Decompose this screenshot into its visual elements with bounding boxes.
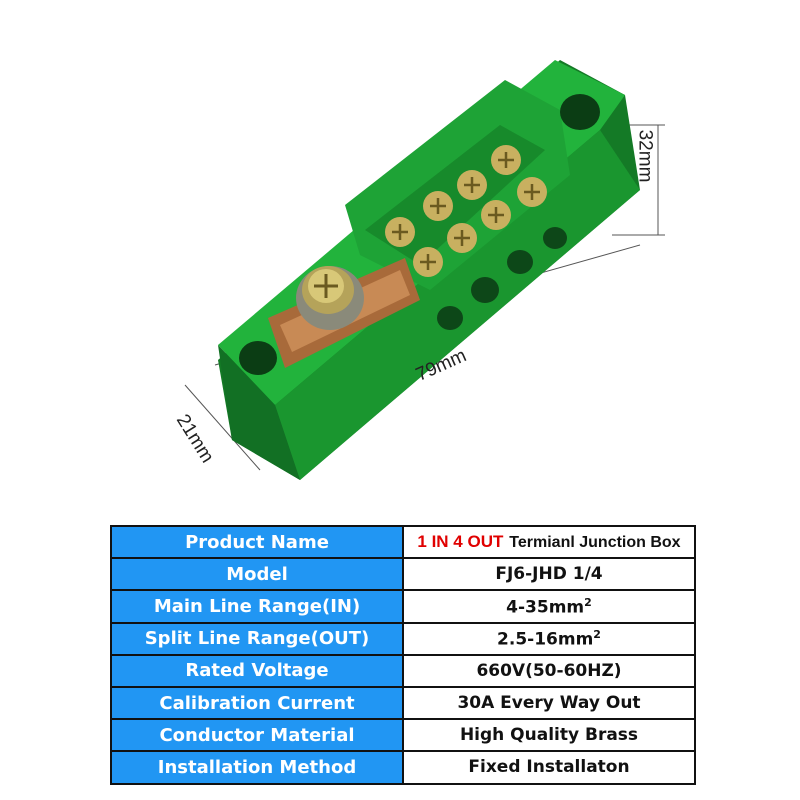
spec-value-text: 4-35mm: [506, 597, 585, 618]
spec-value: 4-35mm2: [402, 589, 696, 624]
main-screw: [296, 266, 364, 330]
spec-value: 30A Every Way Out: [402, 685, 696, 721]
spec-label: Split Line Range(OUT): [110, 621, 404, 656]
spec-value: Fixed Installaton: [402, 750, 696, 785]
spec-row-current: Calibration Current 30A Every Way Out: [110, 685, 696, 721]
spec-row-model: Model FJ6-JHD 1/4: [110, 557, 696, 592]
junction-box-illustration: [184, 60, 665, 480]
spec-label: Calibration Current: [110, 685, 404, 721]
spec-value-highlight: 1 IN 4 OUT: [417, 532, 504, 552]
spec-value-rest: Termianl Junction Box: [509, 534, 681, 552]
superscript: 2: [584, 595, 592, 609]
spec-row-material: Conductor Material High Quality Brass: [110, 718, 696, 753]
spec-value: 2.5-16mm2: [402, 621, 696, 656]
spec-value: High Quality Brass: [402, 718, 696, 753]
spec-row-main-line: Main Line Range(IN) 4-35mm2: [110, 589, 696, 624]
product-photo: 32mm 79mm 21mm: [172, 60, 665, 480]
spec-value: 660V(50-60HZ): [402, 653, 696, 688]
spec-label: Rated Voltage: [110, 653, 404, 688]
spec-value-text: 2.5-16mm: [497, 629, 594, 650]
height-dimension-label: 32mm: [634, 129, 656, 183]
spec-row-product-name: Product Name 1 IN 4 OUT Termianl Junctio…: [110, 524, 696, 560]
spec-value: 1 IN 4 OUT Termianl Junction Box: [402, 524, 696, 560]
spec-label: Main Line Range(IN): [110, 589, 404, 624]
spec-label: Model: [110, 557, 404, 592]
spec-row-voltage: Rated Voltage 660V(50-60HZ): [110, 653, 696, 688]
spec-value: FJ6-JHD 1/4: [402, 557, 696, 592]
branch-screws: [385, 145, 547, 277]
spec-table: Product Name 1 IN 4 OUT Termianl Junctio…: [110, 524, 696, 785]
superscript: 2: [593, 627, 601, 641]
spec-label: Conductor Material: [110, 718, 404, 753]
spec-label: Installation Method: [110, 750, 404, 785]
spec-row-split-line: Split Line Range(OUT) 2.5-16mm2: [110, 621, 696, 656]
spec-row-installation: Installation Method Fixed Installaton: [110, 750, 696, 785]
spec-label: Product Name: [110, 524, 404, 560]
